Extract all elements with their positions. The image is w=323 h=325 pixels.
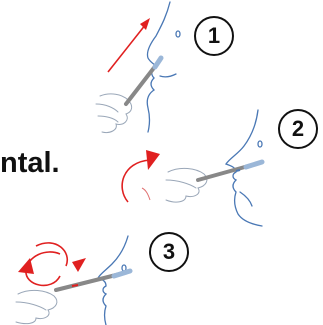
step-3-badge: 3 [149,232,189,272]
step-2-badge: 2 [278,109,318,149]
arrow-icon [107,18,150,73]
cropped-heading-text: ntal. [0,147,60,179]
step-3-illustration [15,235,133,325]
face-profile-icon [224,109,263,227]
rotate-arrow-icon [18,242,86,287]
face-profile-icon [97,235,129,325]
step-1-illustration [95,1,181,133]
hand-icon [15,289,58,325]
swab-icon [54,268,133,292]
swab-icon [196,159,265,182]
hand-icon [95,93,133,133]
hand-icon [165,167,208,203]
rotate-arrow-icon [121,150,160,203]
swab-icon [124,55,164,106]
step-2-illustration [121,109,265,227]
step-1-badge: 1 [194,16,234,56]
